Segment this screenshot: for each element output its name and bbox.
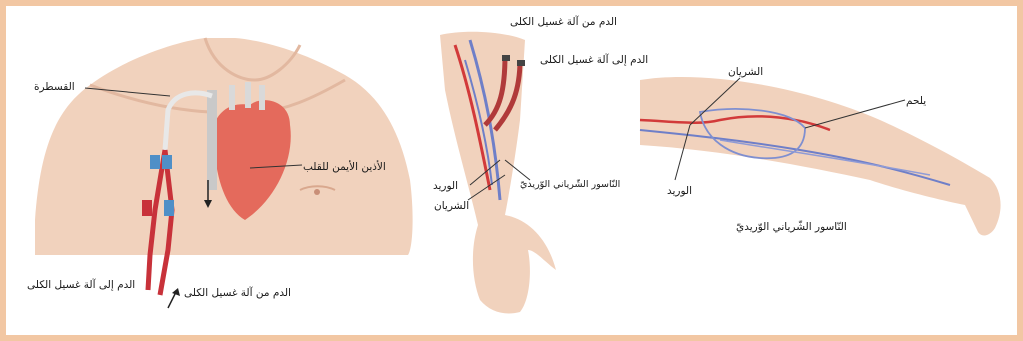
- chest-illustration: [35, 38, 413, 308]
- label-right-atrium: الأذين الأيمن للقلب: [303, 162, 386, 173]
- label-vein-right: الوريد: [667, 186, 692, 197]
- extended-arm-illustration: [640, 77, 1001, 236]
- label-av-fistula-right: النّاسور الشّرياني الوّريديّ: [736, 222, 847, 233]
- label-vein-mid: الوريد: [433, 181, 458, 192]
- label-artery-mid: الشريان: [434, 201, 469, 212]
- label-blood-to-machine-left: الدم إلى آلة غسيل الكلى: [27, 280, 135, 291]
- label-blood-from-machine-left: الدم من آلة غسيل الكلى: [184, 288, 291, 299]
- label-catheter: القسطرة: [34, 82, 75, 93]
- label-blood-from-machine-top: الدم من آلة غسيل الكلى: [510, 17, 617, 28]
- label-weld: يلحم: [906, 96, 926, 107]
- forearm-illustration: [440, 32, 556, 314]
- label-artery-right: الشريان: [728, 67, 763, 78]
- label-av-fistula-mid: النّاسور الشّرياني الوّريديّ: [520, 180, 620, 190]
- label-blood-to-machine-top: الدم إلى آلة غسيل الكلى: [540, 55, 648, 66]
